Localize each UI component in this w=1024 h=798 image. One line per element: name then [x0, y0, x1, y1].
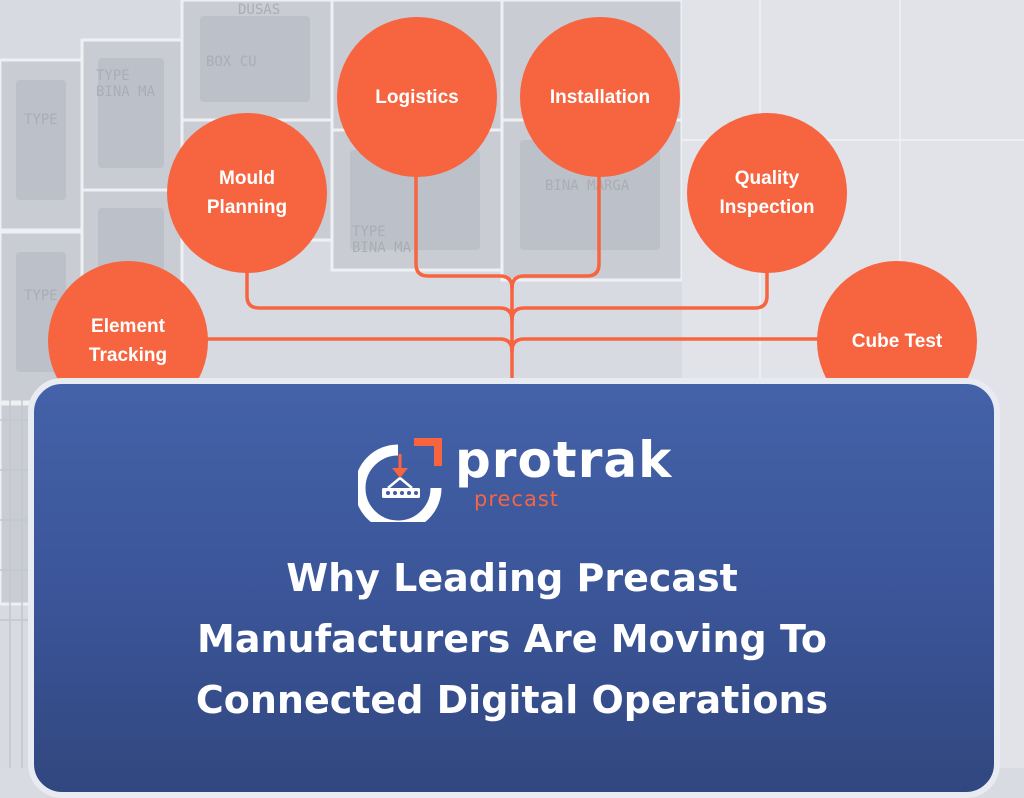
- node-quality-inspection: Quality Inspection: [687, 113, 847, 273]
- svg-text:BINA MA: BINA MA: [96, 84, 156, 100]
- headline-line-3: Connected Digital Operations: [195, 678, 829, 722]
- headline-line-2: Manufacturers Are Moving To: [197, 617, 827, 661]
- node-installation: Installation: [520, 17, 680, 177]
- node-logistics-label: Logistics: [375, 86, 459, 108]
- svg-text:TYPE: TYPE: [96, 68, 130, 84]
- svg-text:BINA MARGA: BINA MARGA: [545, 178, 630, 194]
- svg-text:BINA MA: BINA MA: [352, 240, 412, 256]
- node-installation-label: Installation: [549, 86, 651, 108]
- protrak-crane-logo-icon: [358, 438, 442, 522]
- node-logistics: Logistics: [337, 17, 497, 177]
- connector-lines: [203, 158, 820, 387]
- svg-text:TYPE: TYPE: [352, 224, 386, 240]
- headline-line-1: Why Leading Precast: [286, 556, 738, 600]
- svg-text:TYPE: TYPE: [24, 112, 58, 128]
- svg-text:TYPE: TYPE: [24, 288, 58, 304]
- svg-text:DUSAS: DUSAS: [238, 2, 280, 18]
- headline: Why Leading Precast Manufacturers Are Mo…: [120, 548, 904, 731]
- node-mould-planning: Mould Planning: [167, 113, 327, 273]
- brand-product: precast: [474, 487, 560, 511]
- headline-card: [28, 378, 1000, 798]
- node-mould-planning-label: Mould Planning: [206, 168, 288, 218]
- svg-text:BOX CU: BOX CU: [206, 54, 257, 70]
- node-quality-inspection-label: Quality Inspection: [719, 168, 815, 218]
- node-cube-test-label: Cube Test: [851, 330, 943, 352]
- brand-name: protrak: [455, 431, 673, 489]
- node-element-tracking-label: Element Tracking: [88, 316, 168, 366]
